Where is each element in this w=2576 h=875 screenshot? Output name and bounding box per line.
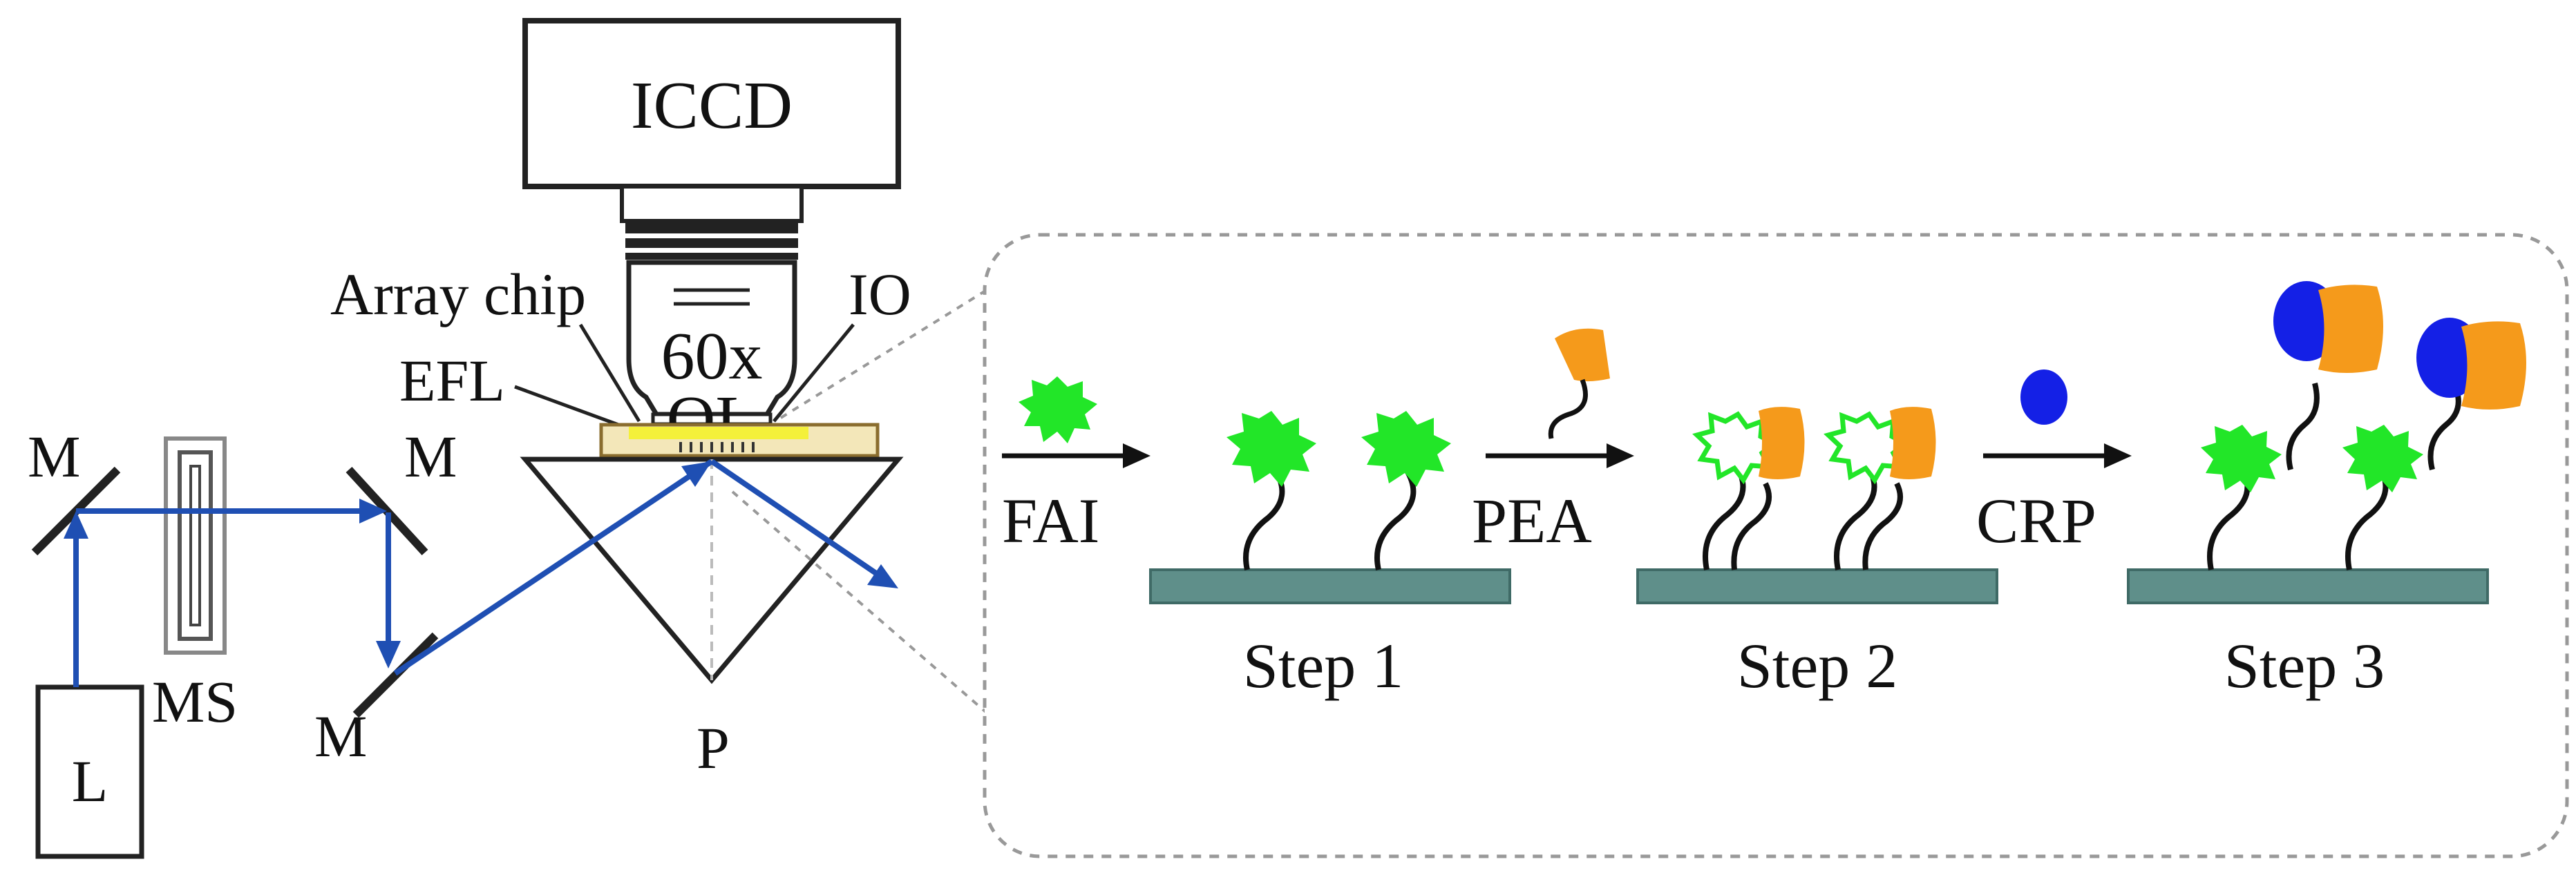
step3-linker-1 [2207,475,2251,570]
step2-fluorophore-1-outline [1692,411,1779,485]
mirror-3 [352,632,439,718]
step2-linker-1b [1731,482,1772,570]
laser-box [35,684,144,859]
chip-wells [679,442,755,452]
io-leader [773,323,855,423]
pea-molecule-icon [1548,328,1610,439]
step2-linker-1 [1703,475,1746,570]
iccd-camera-box [522,18,901,189]
step2-tag-1 [1759,407,1805,479]
array-chip [629,427,808,439]
array-chip-label: Array chip [330,261,586,327]
fai-arrowhead [1123,443,1150,468]
step-2-label: Step 2 [1737,631,1898,701]
fai-molecule-icon [1019,376,1097,443]
iccd-label: ICCD [631,68,793,143]
reagent-crp: CRP [1976,485,2096,556]
step3-substrate [2127,568,2489,604]
efl-leader [514,385,619,427]
pea-arrowhead [1607,443,1634,468]
mirror-3-label: M [314,703,367,769]
step2-substrate [1636,568,1998,604]
array-chip-leader [578,323,641,423]
reagent-pea: PEA [1472,485,1592,556]
zoom-line-top [779,275,1010,419]
step2-linker-2 [1834,475,1877,570]
modulator-label: MS [152,669,238,735]
step3-fluorophore-2 [2342,425,2423,492]
crp-arrowhead [2104,443,2132,468]
objective-magnification: 60x [661,319,763,394]
step-3-label: Step 3 [2224,631,2385,701]
step2-fluorophore-2-outline [1824,411,1911,485]
step3-tag-2 [2461,321,2526,410]
step2-tag-2 [1890,407,1936,479]
laser-label: L [72,748,108,814]
reagent-fai: FAI [1002,485,1099,556]
step3-aptamer-linker-1 [2286,383,2320,470]
step3-linker-2 [2345,475,2389,570]
step1-fluorophore-2 [1361,411,1451,487]
mirror-2-label: M [404,423,457,490]
laser-beam [73,459,883,687]
step1-linker-2 [1374,468,1417,570]
efl-label: EFL [399,347,505,414]
beam-arrowheads [64,461,898,669]
step3-tag-1 [2318,285,2383,373]
mirror-1-label: M [28,423,80,490]
objective-lens [620,184,804,444]
io-label: IO [849,261,911,327]
crp-molecule-icon [2020,369,2067,425]
step2-linker-2b [1862,482,1903,570]
zoom-line-bottom [731,490,1010,733]
step3-aptamer-linker-2 [2427,389,2461,470]
process-callout-box [983,233,2569,858]
prism-label: P [697,715,730,781]
step1-substrate [1149,568,1511,604]
step3-fluorophore-1 [2201,425,2282,492]
modulator [164,436,227,655]
step1-fluorophore-1 [1227,411,1316,487]
step-1-label: Step 1 [1243,631,1404,701]
